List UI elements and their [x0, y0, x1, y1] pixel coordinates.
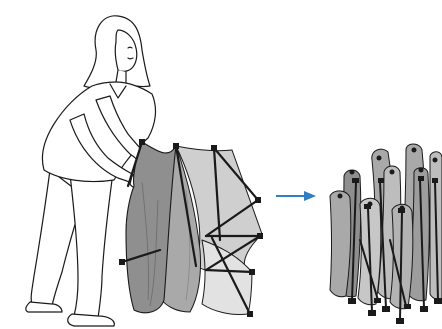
woman-back-shoe [26, 302, 62, 312]
woman-front-shoe [68, 314, 115, 326]
step-arrow [276, 191, 316, 201]
display-frame-opening [119, 139, 263, 317]
display-frame-collapsed [330, 144, 442, 324]
woman-front-leg [70, 174, 112, 318]
